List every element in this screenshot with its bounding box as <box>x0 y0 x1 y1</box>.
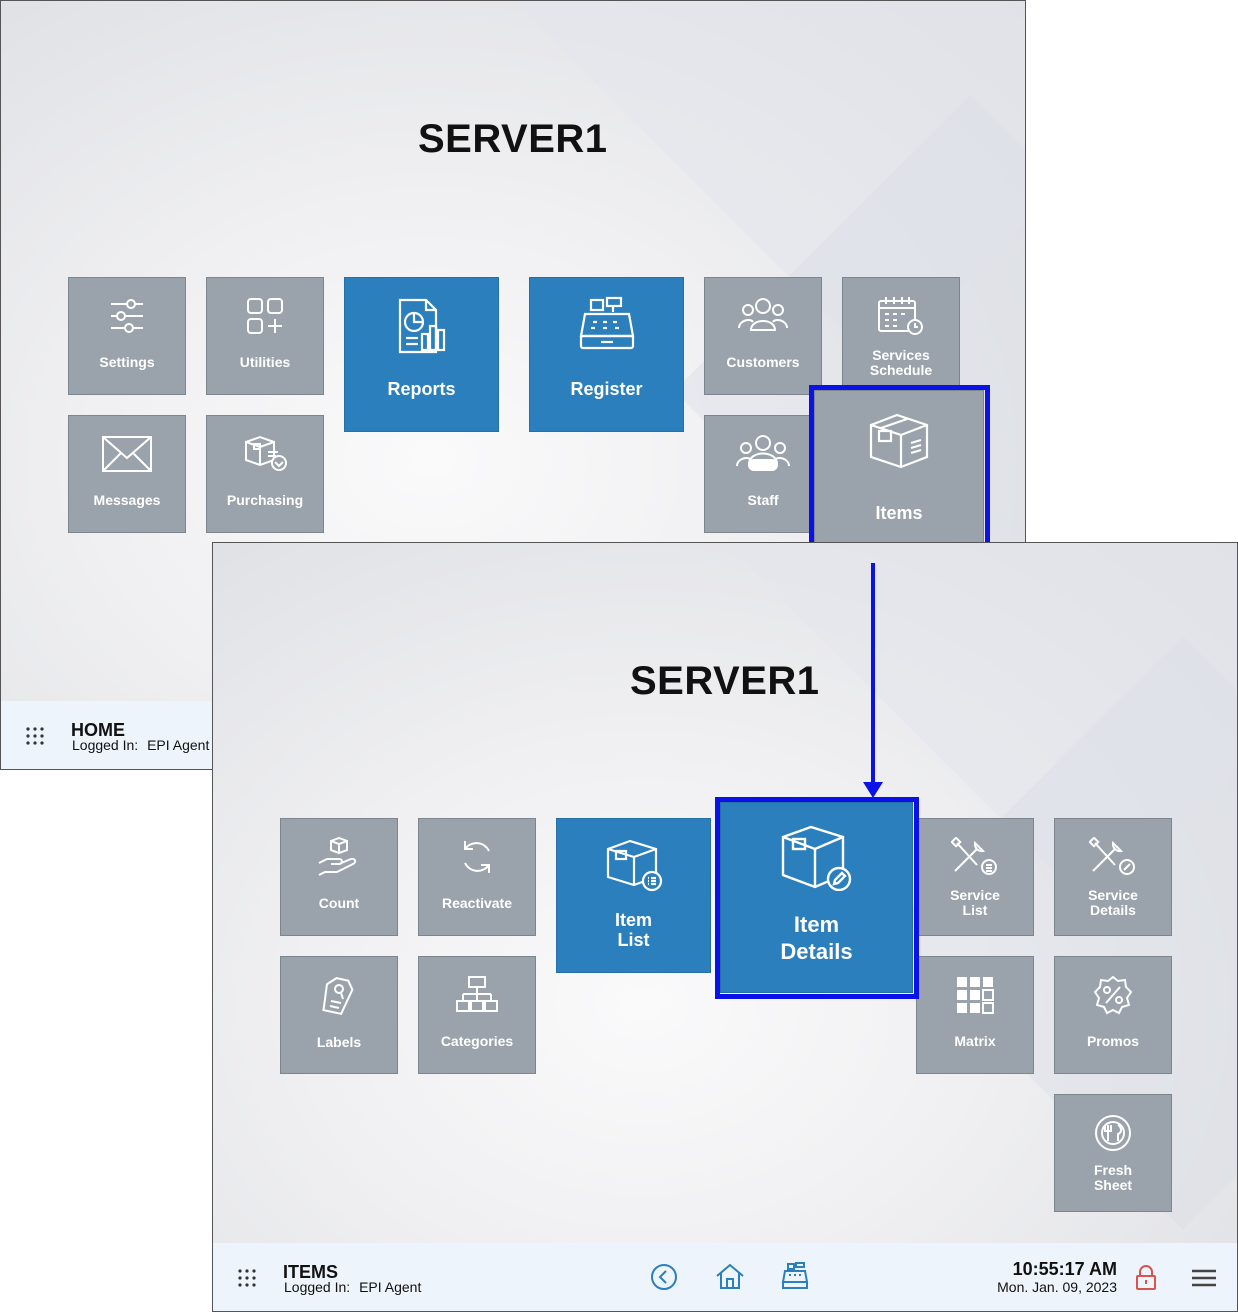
fresh-plate-icon <box>1095 1115 1131 1151</box>
logged-in-prefix: Logged In: <box>72 737 139 753</box>
settings-label: Settings <box>99 354 155 370</box>
report-icon <box>398 298 445 354</box>
promos-tile[interactable]: Promos <box>1054 956 1172 1074</box>
logged-in-user: EPI Agent <box>359 1279 422 1295</box>
sliders-icon <box>111 299 143 333</box>
connector-arrow-line <box>871 563 875 783</box>
purchasing-label: Purchasing <box>226 492 304 508</box>
reactivate-label: Reactivate <box>441 895 513 911</box>
clock-time: 10:55:17 AM <box>1012 1259 1117 1279</box>
categories-tile[interactable]: Categories <box>418 956 536 1074</box>
page-title: SERVER1 <box>630 659 820 703</box>
register-label: Register <box>570 379 643 399</box>
labels-label: Labels <box>316 1034 362 1050</box>
logged-in-prefix: Logged In: <box>284 1279 351 1295</box>
page-title: SERVER1 <box>418 117 608 161</box>
services-schedule-label: Services Schedule <box>869 347 933 378</box>
matrix-label: Matrix <box>954 1033 996 1049</box>
clock-date: Mon. Jan. 09, 2023 <box>997 1279 1117 1295</box>
clock: 10:55:17 AM Mon. Jan. 09, 2023 <box>997 1259 1117 1295</box>
count-label: Count <box>318 895 360 911</box>
connector-arrow-head <box>863 782 883 798</box>
service-list-tile[interactable]: Service List <box>916 818 1034 936</box>
service-list-label: Service List <box>950 887 1000 918</box>
service-details-label: Service Details <box>1088 887 1138 918</box>
tag-icon <box>322 977 354 1015</box>
box-list-icon <box>606 839 662 892</box>
refresh-icon <box>464 841 490 873</box>
labels-tile[interactable]: Labels <box>280 956 398 1074</box>
customers-tile[interactable]: Customers <box>704 277 822 395</box>
utilities-label: Utilities <box>239 354 291 370</box>
box-edit-icon <box>781 825 851 891</box>
grid-dots-icon[interactable] <box>25 726 45 746</box>
reports-label: Reports <box>387 379 456 399</box>
register-tile[interactable]: Register <box>529 277 684 432</box>
menu-icon[interactable] <box>1191 1268 1217 1288</box>
customers-icon <box>738 298 788 331</box>
apps-icon <box>247 298 283 334</box>
staff-tile[interactable]: Staff <box>704 415 822 533</box>
lock-icon[interactable] <box>1135 1265 1157 1291</box>
grid-dots-icon[interactable] <box>237 1268 257 1288</box>
promos-label: Promos <box>1086 1033 1140 1049</box>
count-tile[interactable]: Count <box>280 818 398 936</box>
matrix-tile[interactable]: Matrix <box>916 956 1034 1074</box>
service-details-tile[interactable]: Service Details <box>1054 818 1172 936</box>
items-label: Items <box>875 503 923 523</box>
tools-list-icon <box>951 837 997 875</box>
screen-name: HOME <box>71 720 125 740</box>
purchasing-box-icon <box>245 435 287 471</box>
customers-label: Customers <box>726 354 800 370</box>
percent-badge-icon <box>1093 975 1133 1015</box>
home-icon[interactable] <box>715 1262 745 1290</box>
matrix-grid-icon <box>957 977 994 1014</box>
logged-in-label: Logged In: EPI Agent <box>284 1279 421 1295</box>
reports-tile[interactable]: Reports <box>344 277 499 432</box>
item-details-tile[interactable]: Item Details <box>720 802 913 993</box>
item-details-label: Item Details <box>780 912 853 964</box>
item-list-label: Item List <box>614 910 652 950</box>
item-details-highlight <box>715 797 919 999</box>
staff-icon <box>736 435 790 471</box>
fresh-sheet-tile[interactable]: Fresh Sheet <box>1054 1094 1172 1212</box>
envelope-icon <box>102 436 152 472</box>
back-icon[interactable] <box>650 1263 678 1291</box>
settings-tile[interactable]: Settings <box>68 277 186 395</box>
box-icon <box>869 413 929 469</box>
calendar-clock-icon <box>878 297 923 335</box>
logged-in-label: Logged In: EPI Agent <box>72 737 209 753</box>
messages-tile[interactable]: Messages <box>68 415 186 533</box>
items-highlight <box>809 385 990 563</box>
categories-label: Categories <box>440 1033 514 1049</box>
purchasing-tile[interactable]: Purchasing <box>206 415 324 533</box>
utilities-tile[interactable]: Utilities <box>206 277 324 395</box>
logged-in-user: EPI Agent <box>147 737 210 753</box>
items-tile[interactable]: Items <box>814 390 984 558</box>
staff-label: Staff <box>747 492 779 508</box>
register-icon[interactable] <box>781 1262 809 1290</box>
fresh-sheet-label: Fresh Sheet <box>1093 1162 1133 1193</box>
items-bottom-bar: ITEMS Logged In: EPI Agent 10:55:17 AM M… <box>213 1243 1237 1311</box>
reactivate-tile[interactable]: Reactivate <box>418 818 536 936</box>
services-schedule-tile[interactable]: Services Schedule <box>842 277 960 395</box>
messages-label: Messages <box>93 492 161 508</box>
cash-register-icon <box>579 296 634 350</box>
screen-name: ITEMS <box>283 1262 339 1282</box>
hierarchy-icon <box>456 976 498 1012</box>
hand-box-icon <box>318 837 357 876</box>
item-list-tile[interactable]: Item List <box>556 818 711 973</box>
tools-gear-icon <box>1089 837 1135 875</box>
